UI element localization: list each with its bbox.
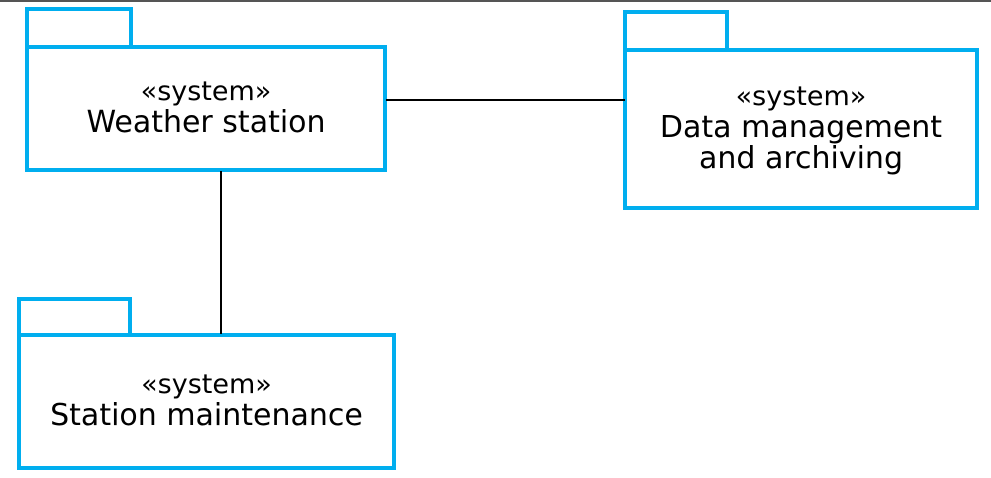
package-name-line-2: and archiving <box>698 141 903 177</box>
package-stereotype: «system» <box>140 76 272 108</box>
package-body-weather-station[interactable]: «system» Weather station <box>25 45 387 172</box>
package-label-weather-station: «system» Weather station <box>86 76 326 140</box>
package-tab-weather-station <box>25 7 133 47</box>
package-label-station-maintenance: «system» Station maintenance <box>50 369 363 433</box>
package-tab-data-management-and-archiving <box>623 10 729 50</box>
package-body-data-management-and-archiving[interactable]: «system» Data management and archiving <box>623 48 979 210</box>
package-body-station-maintenance[interactable]: «system» Station maintenance <box>17 333 396 470</box>
package-stereotype: «system» <box>735 80 867 112</box>
package-tab-station-maintenance <box>17 297 132 335</box>
top-border-rule <box>0 0 991 2</box>
connector-weather-station-to-station-maintenance[interactable] <box>220 171 222 334</box>
package-label-data-management-and-archiving: «system» Data management and archiving <box>659 80 943 177</box>
connector-weather-station-to-data-management[interactable] <box>386 99 625 101</box>
package-name: Station maintenance <box>50 397 363 433</box>
package-name: Weather station <box>86 104 326 140</box>
package-stereotype: «system» <box>141 369 272 401</box>
package-name-line-1: Data management <box>659 109 943 145</box>
